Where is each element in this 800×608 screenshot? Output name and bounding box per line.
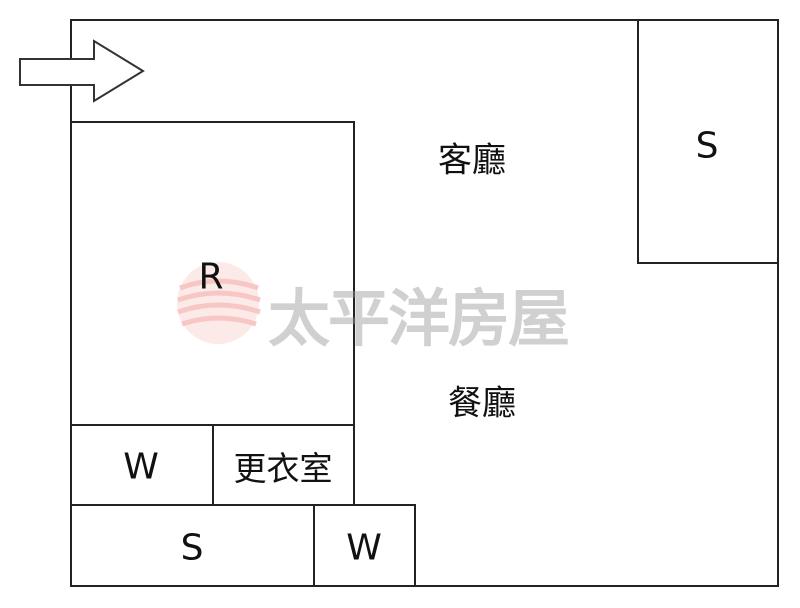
bathroom-left-label: W (123, 446, 159, 488)
watermark-logo-icon (177, 262, 261, 344)
dining-room-label: 餐廳 (448, 383, 516, 424)
closet-label: 更衣室 (233, 449, 333, 488)
storage-right-label: S (695, 125, 719, 167)
bathroom-bottom-label: W (346, 527, 382, 569)
living-room-label: 客廳 (438, 140, 506, 181)
storage-right-wall (637, 19, 779, 264)
arrow-right-icon (19, 39, 145, 103)
bathroom-bottom-wall (313, 504, 416, 587)
storage-bottom-label: S (180, 527, 204, 569)
watermark-text: 太平洋房屋 (268, 282, 570, 355)
bedroom-label: R (198, 256, 224, 298)
